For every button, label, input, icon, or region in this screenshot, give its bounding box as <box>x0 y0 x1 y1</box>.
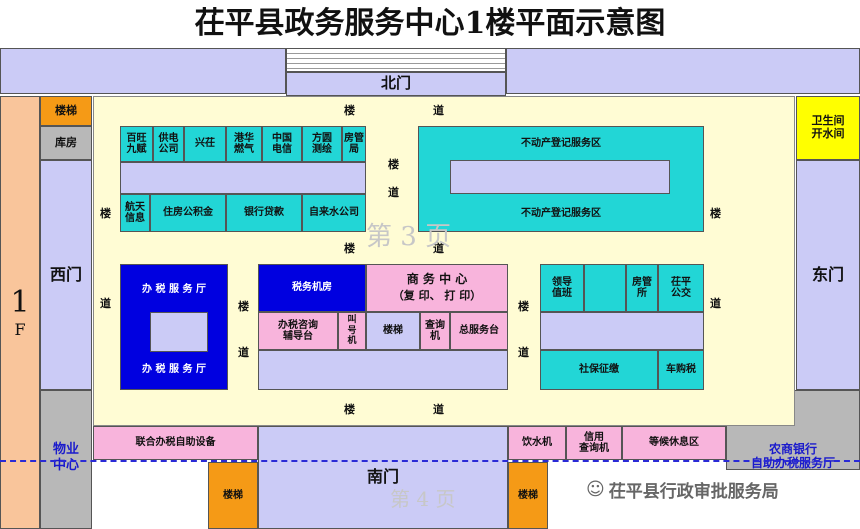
page-4-mark: 第 4 页 <box>390 487 456 511</box>
north-gate-grid <box>286 48 506 72</box>
center-back-strip <box>258 350 508 390</box>
corridor-label: 楼 <box>388 158 399 171</box>
property-center-block <box>40 390 92 529</box>
general-service-desk: 总服务台 <box>450 312 508 350</box>
corridor-label: 楼 <box>710 207 721 220</box>
service-window: 方圆 测绘 <box>302 126 342 162</box>
service-window: 领导 值班 <box>540 264 584 312</box>
joint-tax-self-service: 联合办税自助设备 <box>93 426 258 460</box>
call-number-machine: 叫 号 机 <box>338 312 366 350</box>
tax-consult-desk: 办税咨询 辅导台 <box>258 312 338 350</box>
north-right-wing <box>506 48 860 94</box>
service-window: 中国 电信 <box>262 126 302 162</box>
east-gate: 东门 <box>796 160 860 390</box>
floor-number: 1 <box>10 285 30 321</box>
corridor-label: 楼 <box>100 207 111 220</box>
south-gate: 南门 <box>258 426 508 529</box>
service-window: 百旺 九赋 <box>120 126 153 162</box>
stairs-se: 楼梯 <box>508 462 548 529</box>
wechat-account: 茌平县行政审批服务局 <box>608 482 779 502</box>
service-window: 港华 燃气 <box>226 126 262 162</box>
service-window: 航天 信息 <box>120 194 150 232</box>
floor-letter: F <box>14 319 26 339</box>
real-estate-inner <box>450 160 670 194</box>
real-estate-label-bottom: 不动产登记服务区 <box>521 208 601 219</box>
stairs-nw: 楼梯 <box>40 96 92 126</box>
business-center: 商 务 中 心 （复 印、 打 印） <box>366 264 508 312</box>
business-center-title: 商 务 中 心 <box>406 272 468 287</box>
corridor-label: 道 <box>238 346 249 359</box>
property-center: 物业 中心 <box>52 442 79 473</box>
waiting-area: 等候休息区 <box>622 426 726 460</box>
credit-query-machine: 信用 查询机 <box>566 426 622 460</box>
corridor-label: 道 <box>518 346 529 359</box>
tax-hall-label-top: 办 税 服 务 厅 <box>142 284 206 295</box>
corridor-label: 楼 <box>238 300 249 313</box>
corridor-label: 道 <box>433 242 444 255</box>
service-back-strip <box>120 162 366 194</box>
corridor-label: 道 <box>100 297 111 310</box>
tax-machine-room: 税务机房 <box>258 264 366 312</box>
corridor-label: 楼 <box>344 242 355 255</box>
service-window-blank <box>584 264 626 312</box>
corridor-label: 道 <box>433 104 444 117</box>
service-window: 房管 所 <box>626 264 658 312</box>
corridor-label: 道 <box>433 403 444 416</box>
right-back-strip <box>540 312 704 350</box>
north-left-wing <box>0 48 286 94</box>
water-dispenser: 饮水机 <box>508 426 566 460</box>
wechat-watermark: ☺ 茌平县行政审批服务局 <box>586 477 779 502</box>
storage-room: 库房 <box>40 126 92 160</box>
corridor-label: 楼 <box>344 104 355 117</box>
corridor-label: 楼 <box>344 403 355 416</box>
service-window: 供电 公司 <box>153 126 184 162</box>
stairs-sw: 楼梯 <box>208 462 258 529</box>
service-window: 自来水公司 <box>302 194 366 232</box>
service-window: 银行贷款 <box>226 194 302 232</box>
restroom: 卫生间 开水间 <box>796 96 860 160</box>
floor-label: 1 F <box>0 96 40 529</box>
stairs-center: 楼梯 <box>366 312 420 350</box>
tax-hall-inner <box>150 312 208 352</box>
corridor-label: 楼 <box>518 300 529 313</box>
west-gate: 西门 <box>40 160 92 390</box>
real-estate-label-top: 不动产登记服务区 <box>521 138 601 149</box>
page-3-mark: 第 3 页 <box>366 222 452 252</box>
page-break-line <box>0 460 860 462</box>
service-window: 住房公积金 <box>150 194 226 232</box>
service-window: 房管 局 <box>342 126 366 162</box>
corridor-label: 道 <box>388 186 399 199</box>
query-machine: 查询 机 <box>420 312 450 350</box>
corridor-label: 道 <box>710 297 721 310</box>
social-security-window: 社保征缴 <box>540 350 658 390</box>
wechat-icon: ☺ <box>586 479 605 500</box>
business-center-sub: （复 印、 打 印） <box>392 289 482 303</box>
bank-self-service: 农商银行 自助办税服务厅 <box>750 442 835 471</box>
tax-hall-label-bottom: 办 税 服 务 厅 <box>142 364 206 375</box>
car-purchase-tax-window: 车购税 <box>658 350 704 390</box>
service-window: 茌平 公交 <box>658 264 704 312</box>
page-title: 茌平县政务服务中心1楼平面示意图 <box>194 6 666 41</box>
service-window: 兴茌 <box>184 126 226 162</box>
north-gate: 北门 <box>286 72 506 96</box>
